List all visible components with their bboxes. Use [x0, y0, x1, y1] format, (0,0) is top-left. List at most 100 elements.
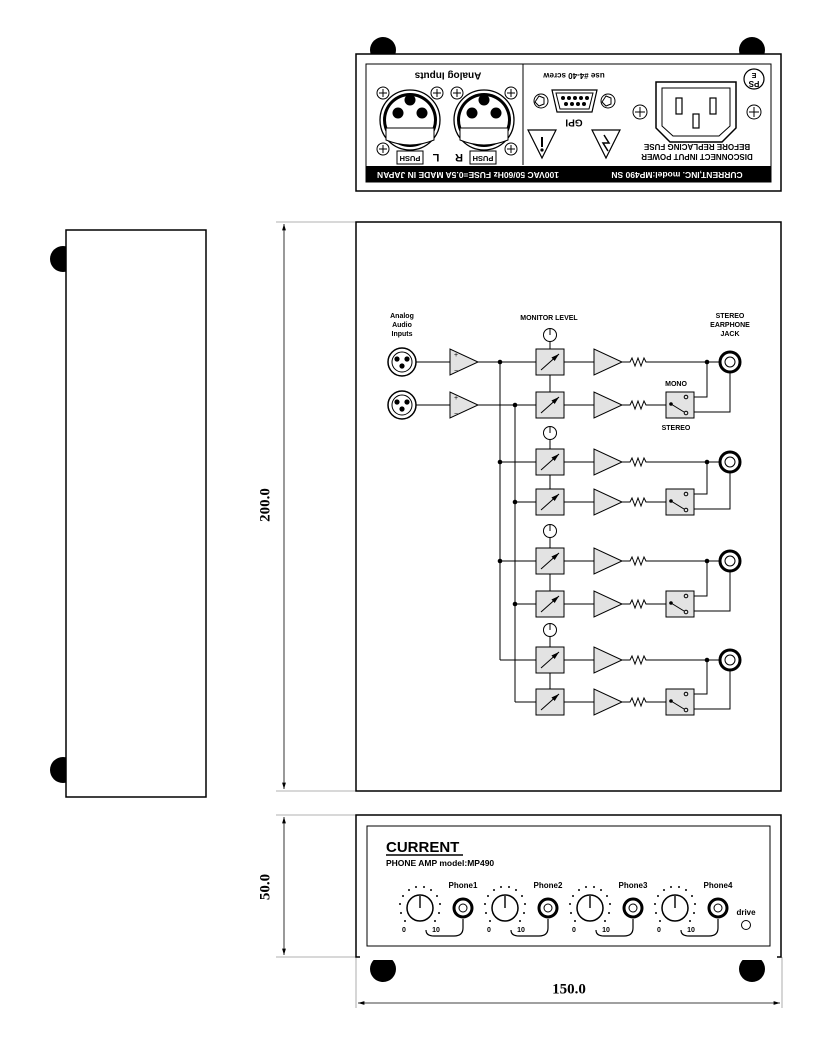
top-panel-outline [355, 221, 782, 792]
knob-max-label: 10 [432, 927, 440, 934]
info-strip [366, 166, 771, 182]
ps-mark-icon: E PS [743, 68, 765, 90]
info-warning-icon [527, 129, 557, 160]
svg-text:+: + [454, 352, 458, 359]
brand-logo: CURRENT [386, 839, 459, 856]
input-amplifier-icon: +− [449, 391, 480, 419]
input-xlr-icon [387, 390, 417, 420]
side-panel-outline [65, 229, 207, 798]
amplifier-icon [593, 646, 624, 674]
svg-text:+: + [454, 395, 458, 402]
analog-inputs-label: Analog Inputs [414, 69, 481, 80]
knob-max-label: 10 [602, 927, 610, 934]
input-xlr-icon [387, 347, 417, 377]
resistor-icon [622, 555, 725, 567]
info-strip-left-text: 100VAC 50/60Hz FUSE=0.5A MADE IN JAPAN [377, 170, 559, 180]
knob-max-label: 10 [687, 927, 695, 934]
depth-dimension: 200.0 [257, 488, 273, 522]
phone-jack[interactable] [622, 897, 644, 919]
push-label-left: PUSH [400, 154, 421, 163]
phone-channel-3: Phone3 0 10 [569, 881, 648, 937]
phone-jack[interactable] [707, 897, 729, 919]
height-dimension: 50.0 [257, 874, 273, 900]
knob-min-label: 0 [402, 927, 406, 934]
jack-label-3: JACK [720, 331, 739, 338]
earphone-jack-icon [718, 648, 742, 672]
amplifier-icon [593, 590, 624, 618]
left-channel-label: L [432, 151, 439, 163]
model-line: PHONE AMP model:MP490 [386, 858, 494, 868]
volume-control-icon [535, 448, 565, 476]
resistor-icon [622, 496, 666, 508]
ps-sub-label: E [751, 71, 756, 78]
phone-jack[interactable] [452, 897, 474, 919]
input-amplifier-icon: +− [449, 348, 480, 376]
earphone-jack-icon [718, 350, 742, 374]
monitor-level-label: MONITOR LEVEL [520, 315, 578, 322]
shock-warning-icon [591, 129, 621, 160]
foot-icon [370, 956, 396, 982]
phone-label: Phone1 [449, 881, 478, 890]
amplifier-icon [593, 688, 624, 716]
earphone-jack-icon [718, 549, 742, 573]
level-knob[interactable] [484, 886, 526, 922]
drive-label: drive [736, 908, 756, 917]
level-knob[interactable] [399, 886, 441, 922]
resistor-icon [622, 696, 666, 708]
resistor-icon [622, 654, 725, 666]
gpi-connector[interactable] [533, 89, 616, 113]
svg-text:−: − [454, 368, 458, 375]
drive-led-icon [741, 920, 751, 930]
gpi-label: GPI [565, 116, 582, 127]
mono-label: MONO [665, 381, 687, 388]
screw-note: use #4-40 screw [543, 71, 605, 80]
knob-min-label: 0 [487, 927, 491, 934]
push-label-right: PUSH [473, 154, 494, 163]
right-channel-label: R [455, 151, 463, 163]
inputs-label-3: Inputs [392, 331, 413, 338]
phone-label: Phone2 [534, 881, 563, 890]
level-knob[interactable] [654, 886, 696, 922]
front-panel: CURRENT PHONE AMP model:MP490 Phone1 0 1… [355, 814, 782, 982]
knob-min-label: 0 [657, 927, 661, 934]
side-view [50, 229, 207, 798]
jack-label-1: STEREO [716, 313, 745, 320]
info-strip-right-text: CURRENT,INC. model:MP490 SN [611, 170, 742, 180]
resistor-icon [622, 356, 725, 368]
ps-label: PS [748, 79, 759, 88]
phone-label: Phone4 [704, 881, 733, 890]
phone-channel-4: Phone4 0 10 [654, 881, 733, 937]
fuse-note-2: BEFORE REPLACING FUSE [643, 142, 750, 151]
xlr-input-right[interactable]: PUSH R [450, 86, 518, 165]
amplifier-icon [593, 488, 624, 516]
stereo-label: STEREO [662, 425, 691, 432]
knob-min-label: 0 [572, 927, 576, 934]
level-knob[interactable] [569, 886, 611, 922]
width-dimension: 150.0 [552, 981, 586, 997]
dimensions: 200.0 50.0 150.0 [257, 221, 783, 1008]
resistor-icon [622, 598, 666, 610]
channel-2 [497, 426, 742, 516]
jack-label-2: EARPHONE [710, 322, 750, 329]
phone-channel-1: Phone1 0 10 [399, 881, 478, 937]
svg-text:−: − [454, 411, 458, 418]
amplifier-icon [593, 547, 624, 575]
earphone-jack-icon [718, 450, 742, 474]
inputs-label-2: Audio [392, 322, 412, 329]
knob-max-label: 10 [517, 927, 525, 934]
front-panel-inner [366, 825, 771, 947]
phone-channel-2: Phone2 0 10 [484, 881, 563, 937]
foot-icon [739, 956, 765, 982]
block-diagram: Analog Audio Inputs MONITOR LEVEL STEREO… [355, 221, 782, 792]
inputs-label-1: Analog [390, 313, 414, 320]
xlr-input-left[interactable]: PUSH L [376, 86, 444, 165]
power-inlet[interactable] [632, 81, 762, 143]
channel-4 [500, 623, 742, 716]
fuse-note-1: DISCONNECT INPUT POWER [641, 152, 753, 161]
resistor-icon [622, 456, 725, 468]
phone-jack[interactable] [537, 897, 559, 919]
phone-label: Phone3 [619, 881, 648, 890]
amplifier-icon [593, 448, 624, 476]
channel-3 [497, 524, 742, 618]
